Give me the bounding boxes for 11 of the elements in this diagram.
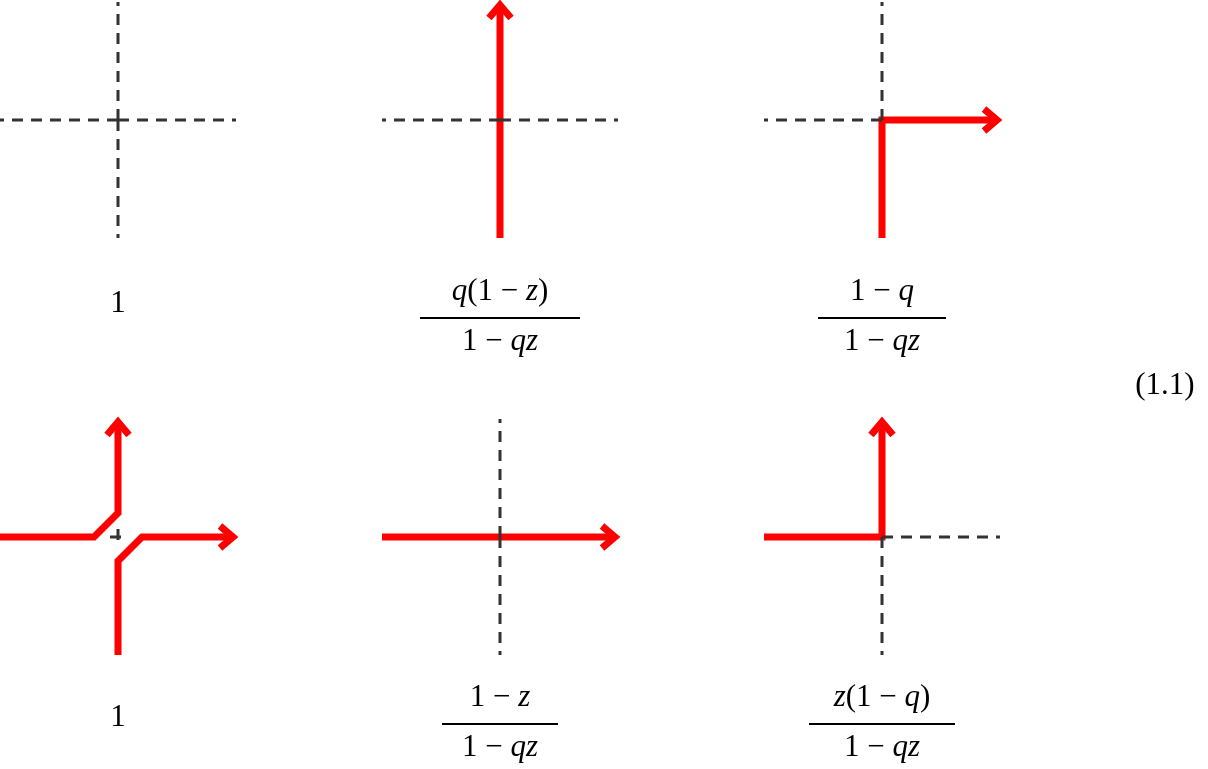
fraction-denominator: 1 − qz bbox=[843, 322, 921, 358]
fraction-denominator: 1 − qz bbox=[461, 728, 539, 764]
fraction-denominator: 1 − qz bbox=[461, 322, 539, 358]
fraction-numerator: q(1 − z) bbox=[451, 272, 549, 308]
equation-number: (1.1) bbox=[1135, 366, 1195, 402]
fraction-numerator: z(1 − q) bbox=[833, 678, 931, 714]
fraction-numerator: 1 − z bbox=[469, 678, 531, 714]
vertex-weight: 1 bbox=[110, 284, 126, 320]
vertex-weight: 1 bbox=[110, 698, 126, 734]
fraction-denominator: 1 − qz bbox=[843, 728, 921, 764]
fraction-numerator: 1 − q bbox=[850, 272, 914, 308]
